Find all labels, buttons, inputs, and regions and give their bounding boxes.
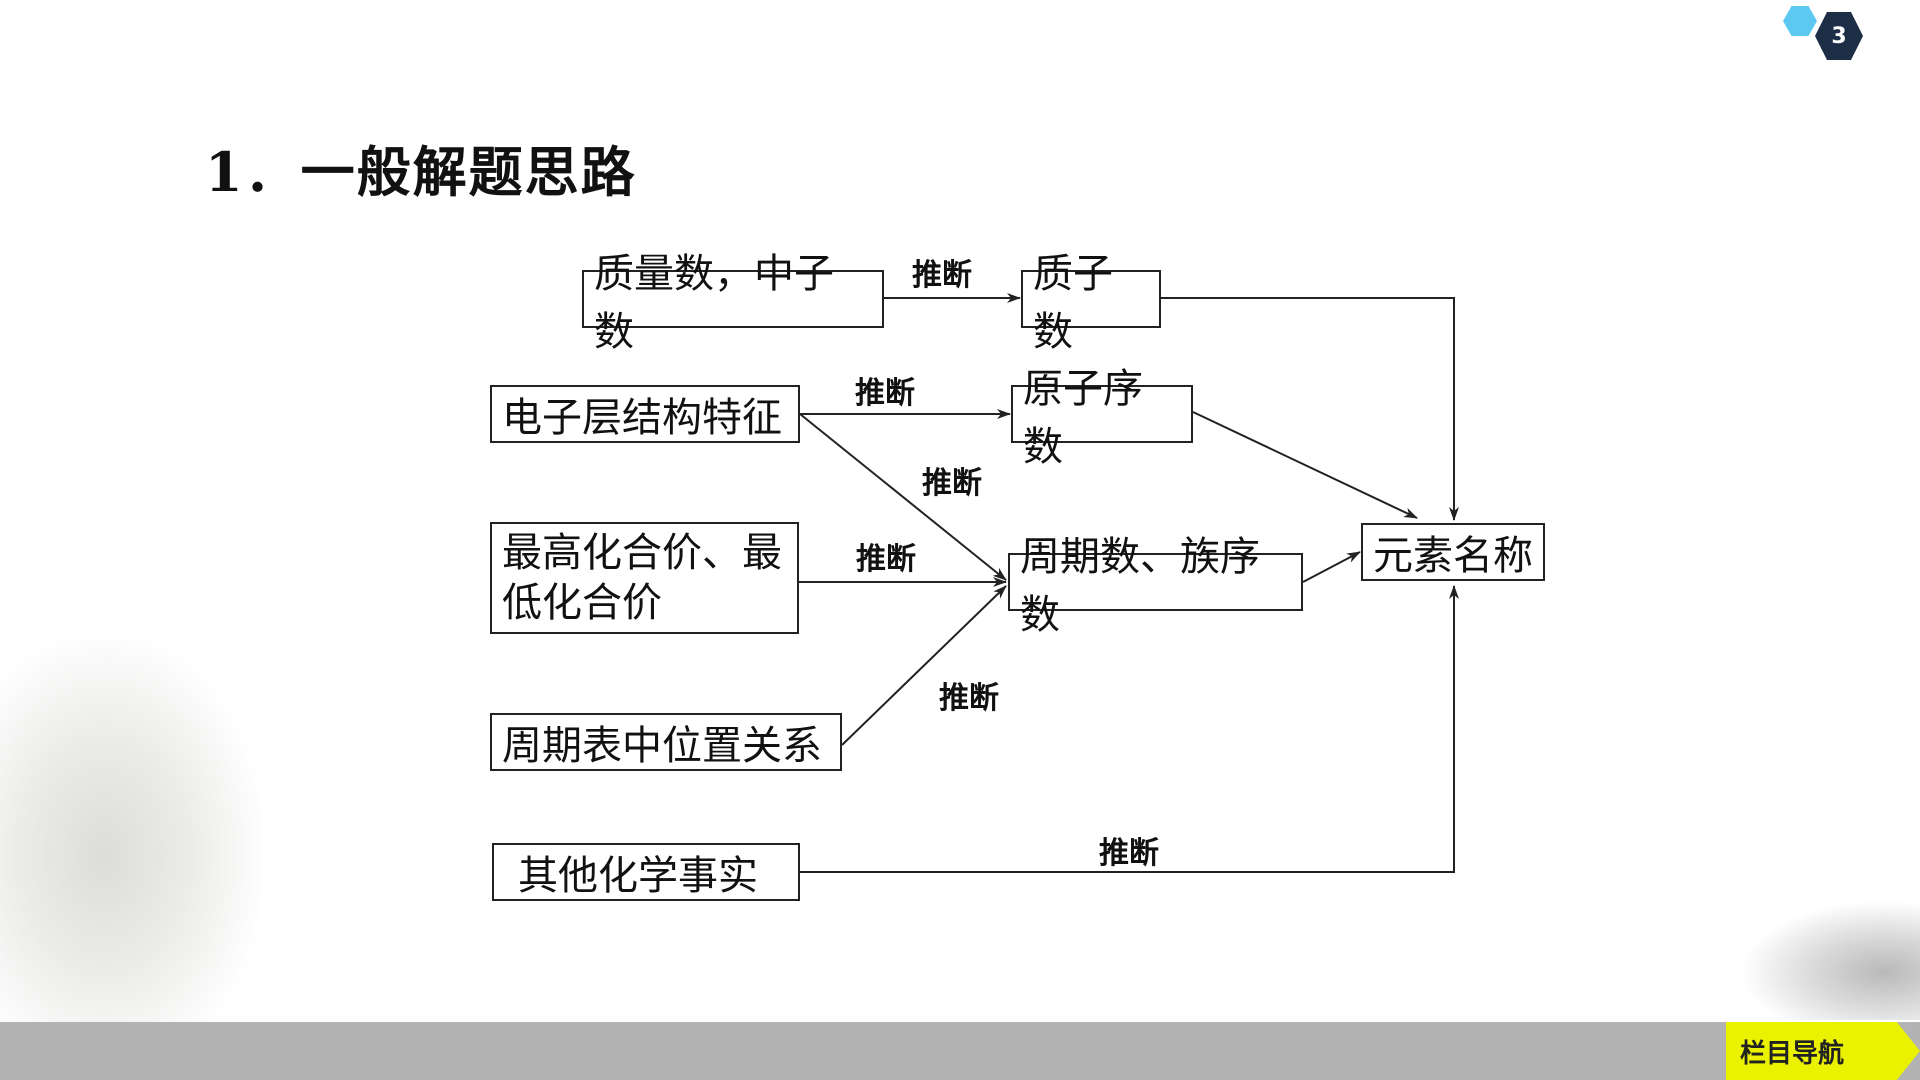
box-other-facts: 其他化学事实 [492, 843, 800, 901]
box-atomic-number: 原子序数 [1011, 366, 1193, 470]
page-title: 1．一般解题思路 [205, 140, 637, 204]
section-nav-button[interactable]: 栏目导航 [1726, 1022, 1920, 1080]
label-infer-4: 推断 [856, 542, 916, 577]
box-element-name: 元素名称 [1361, 523, 1545, 581]
box-mass-neutron: 质量数，中子数 [582, 251, 884, 355]
label-infer-2: 推断 [855, 376, 915, 411]
arrow-proton-to-element [1161, 297, 1459, 521]
box-electron-shell: 电子层结构特征 [490, 385, 800, 443]
bottom-bar [0, 1022, 1920, 1080]
label-infer-1: 推断 [912, 258, 972, 293]
section-nav-label: 栏目导航 [1740, 1038, 1845, 1069]
label-infer-6: 推断 [1099, 836, 1159, 871]
arrow-shell-to-period [799, 413, 1007, 581]
box-position: 周期表中位置关系 [490, 713, 842, 771]
arrow-position-to-period [841, 585, 1007, 746]
label-infer-5: 推断 [939, 681, 999, 716]
brush-decoration [1740, 900, 1920, 1020]
arrow-period-to-element [1302, 551, 1361, 583]
label-infer-3: 推断 [922, 466, 982, 501]
arrow-facts-to-element [800, 585, 1459, 873]
page-number: 3 [1831, 23, 1847, 49]
box-proton: 质子数 [1021, 251, 1161, 355]
box-valence: 最高化合价、最 低化合价 [490, 522, 799, 634]
page-number-badge: 3 [1815, 12, 1863, 60]
box-period-group: 周期数、族序数 [1008, 534, 1303, 638]
arrow-atomic-to-element [1192, 411, 1418, 519]
flower-decoration [0, 640, 260, 1030]
